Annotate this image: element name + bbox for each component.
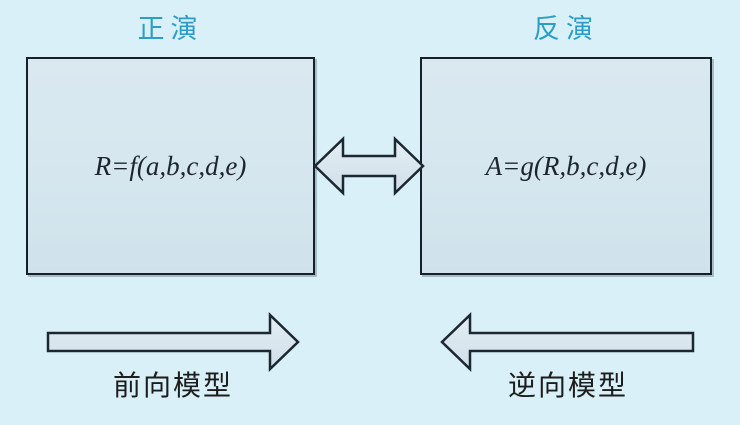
inverse-arrow-icon: [440, 312, 695, 372]
inverse-title: 反演: [533, 14, 599, 44]
forward-title: 正演: [137, 14, 204, 44]
forward-model-label: 前向模型: [112, 371, 233, 402]
forward-formula: R=f(a,b,c,d,e): [94, 150, 247, 181]
inverse-formula: A=g(R,b,c,d,e): [485, 150, 647, 181]
inverse-box: A=g(R,b,c,d,e): [420, 57, 712, 275]
bidirectional-arrow-icon: [313, 136, 425, 196]
forward-box: R=f(a,b,c,d,e): [26, 57, 315, 275]
inverse-model-label: 逆向模型: [507, 371, 628, 402]
forward-arrow-icon: [46, 312, 300, 372]
